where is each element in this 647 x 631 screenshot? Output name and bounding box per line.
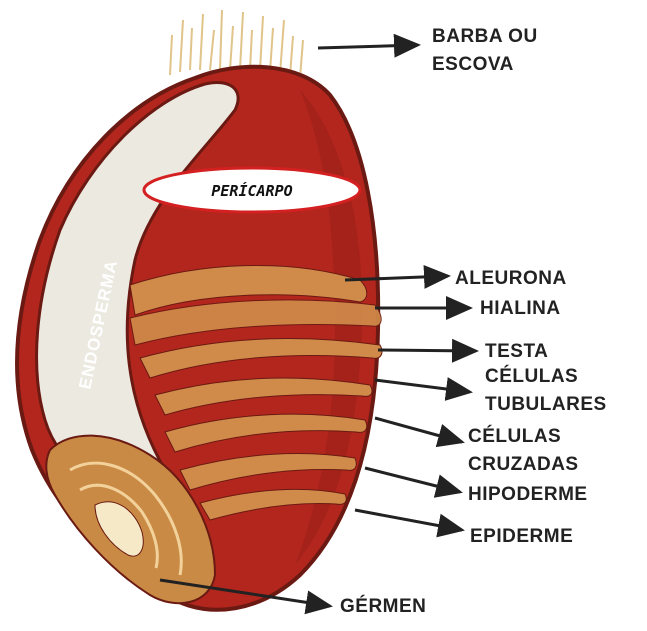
label-celulas-cruzadas-line1: CÉLULAS: [468, 425, 561, 447]
arrow-celulas-tubulares: [375, 380, 470, 392]
arrow-celulas-cruzadas: [375, 418, 462, 442]
label-hipoderme: HIPODERME: [468, 484, 588, 505]
arrow-testa: [378, 350, 476, 351]
label-barba-line1: BARBA OU: [432, 26, 538, 47]
arrow-hipoderme: [365, 468, 460, 492]
label-celulas-cruzadas-line2: CRUZADAS: [468, 454, 579, 475]
label-celulas-tubulares-line2: TUBULARES: [485, 394, 607, 415]
label-epiderme: EPIDERME: [470, 526, 573, 547]
label-testa: TESTA: [485, 341, 548, 362]
label-celulas-tubulares-line1: CÉLULAS: [485, 365, 578, 387]
arrow-barba: [318, 45, 418, 48]
label-hialina: HIALINA: [480, 298, 561, 319]
label-barba-line2: ESCOVA: [432, 54, 514, 75]
label-pericarpo: PERÍCARPO: [211, 181, 292, 200]
label-aleurona: ALEURONA: [455, 268, 567, 289]
label-germen: GÉRMEN: [340, 595, 426, 617]
arrow-epiderme: [355, 510, 462, 530]
